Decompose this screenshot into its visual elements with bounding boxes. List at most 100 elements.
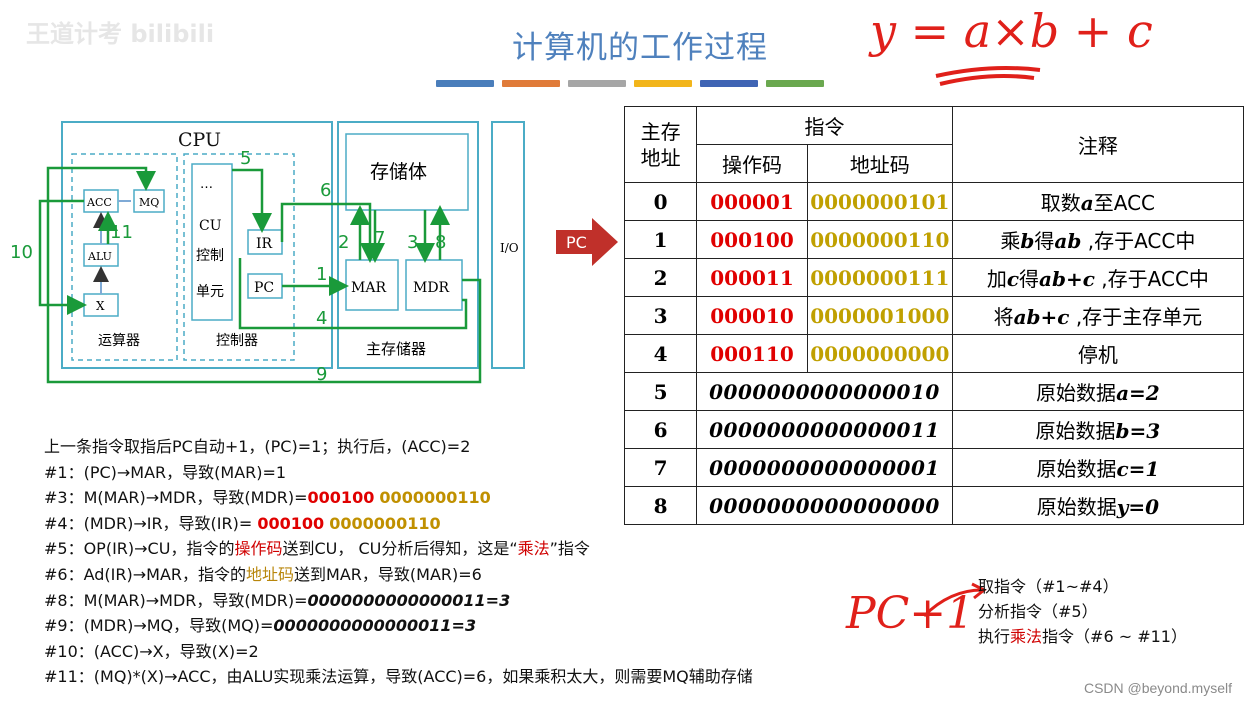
- path-number: 7: [374, 228, 385, 249]
- cell-comment: 乘b得ab ,存于ACC中: [951, 220, 1245, 259]
- execution-steps: 上一条指令取指后PC自动+1，(PC)=1；执行后，(ACC)=2 #1：(PC…: [44, 434, 753, 690]
- cell-address: 8: [623, 486, 698, 525]
- cell-address: 0: [623, 182, 698, 221]
- x-label: X: [96, 299, 105, 313]
- cell-opcode: 000011: [696, 258, 808, 297]
- pc-label: PC: [254, 280, 274, 296]
- note-part: 至ACC: [1093, 191, 1155, 215]
- note-part: ,存于ACC中: [1081, 229, 1196, 253]
- path-number: 10: [10, 242, 33, 263]
- phase-analyze: 分析指令（#5）: [978, 602, 1098, 621]
- address-header-line2: 地址: [640, 145, 681, 170]
- col-address: 主存 地址: [623, 106, 698, 183]
- alu-unit-box: [71, 153, 178, 361]
- path-number: 2: [338, 232, 349, 253]
- pc-register: [247, 273, 283, 299]
- color-bar: [436, 80, 494, 87]
- watermark: 王道计考 bilibili: [26, 20, 215, 48]
- mdr-register: [405, 259, 463, 311]
- phase-execute: 执行乘法指令（#6 ~ #11）: [978, 627, 1187, 646]
- formula-underline: [935, 66, 1041, 86]
- storage-label: 存储体: [370, 161, 427, 183]
- cell-comment: 原始数据b=3: [951, 410, 1245, 449]
- instruction-phases: 取指令（#1~#4） 分析指令（#5） 执行乘法指令（#6 ~ #11）: [978, 574, 1187, 649]
- cell-address: 1: [623, 220, 698, 259]
- cell-opcode: 000001: [696, 182, 808, 221]
- step-10: #10：(ACC)→X，导致(X)=2: [44, 641, 259, 661]
- cell-opcode: 000100: [696, 220, 808, 259]
- step-9: #9：(MDR)→MQ，导致(MQ)=0000000000000011=3: [44, 616, 477, 636]
- cell-addrcode: 0000001000: [806, 296, 953, 335]
- note-part: ,存于ACC中: [1094, 267, 1209, 291]
- alu-label: ALU: [87, 250, 112, 263]
- cell-comment: 取数a至ACC: [951, 182, 1245, 221]
- step-4: #4：(MDR)→IR，导致(IR)= 000100 0000000110: [44, 513, 441, 533]
- storage-box: [345, 133, 469, 211]
- control-unit-box: [183, 153, 295, 361]
- ir-label: IR: [256, 236, 273, 252]
- note-part: 将: [993, 305, 1014, 329]
- cell-addrcode: 0000000000: [806, 334, 953, 373]
- step-8: #8：M(MAR)→MDR，导致(MDR)=0000000000000011=3: [44, 590, 511, 610]
- note-plain: 原始数据: [1036, 457, 1117, 481]
- computer-diagram: CPU ACC MQ ALU X 运算器 … CU 控制 单元 IR PC 控制…: [10, 121, 525, 385]
- color-bar: [766, 80, 824, 87]
- note-italic: c=1: [1116, 457, 1160, 481]
- pc-pointer-label: PC: [566, 233, 587, 252]
- cell-opcode: 000010: [696, 296, 808, 335]
- cell-value: 0000000000000001: [696, 448, 953, 487]
- cell-value: 0000000000000010: [696, 372, 953, 411]
- cell-addrcode: 0000000111: [806, 258, 953, 297]
- step-6: #6：Ad(IR)→MAR，指令的地址码送到MAR，导致(MAR)=6: [44, 564, 482, 584]
- cell-comment: 停机: [951, 334, 1245, 373]
- alu-unit-label: 运算器: [98, 333, 140, 349]
- note-part: 停机: [1077, 343, 1118, 367]
- note-italic: y=0: [1116, 495, 1160, 519]
- mar-label: MAR: [351, 280, 386, 296]
- note-italic: b=3: [1115, 419, 1161, 443]
- cu-line1: 控制: [196, 248, 224, 264]
- step-3: #3：M(MAR)→MDR，导致(MDR)=000100 0000000110: [44, 488, 491, 508]
- cu-label: CU: [199, 218, 222, 234]
- pc-increment-arrow: [922, 582, 987, 618]
- cell-comment: 原始数据a=2: [951, 372, 1245, 411]
- cell-opcode: 000110: [696, 334, 808, 373]
- note-part: ab+c: [1039, 267, 1095, 291]
- path-number: 4: [316, 308, 327, 329]
- cell-comment: 原始数据c=1: [951, 448, 1245, 487]
- cell-comment: 原始数据y=0: [951, 486, 1245, 525]
- color-bar: [568, 80, 626, 87]
- color-bar: [700, 80, 758, 87]
- color-bar: [634, 80, 692, 87]
- cell-comment: 将ab+c ,存于主存单元: [951, 296, 1245, 335]
- col-comment: 注释: [951, 106, 1245, 183]
- note-part: 得: [1019, 267, 1040, 291]
- mq-label: MQ: [139, 196, 159, 209]
- note-part: ,存于主存单元: [1069, 305, 1203, 329]
- path-number: 9: [316, 364, 327, 385]
- cell-addrcode: 0000000110: [806, 220, 953, 259]
- address-header-line1: 主存: [640, 119, 681, 144]
- cell-address: 6: [623, 410, 698, 449]
- col-addrcode: 地址码: [806, 144, 953, 183]
- csdn-credit: CSDN @beyond.myself: [1083, 680, 1232, 696]
- path-number: 8: [435, 232, 446, 253]
- cell-value: 0000000000000011: [696, 410, 953, 449]
- cell-address: 3: [623, 296, 698, 335]
- cu-box: [191, 163, 233, 321]
- main-memory-box: [337, 121, 479, 369]
- step-1: #1：(PC)→MAR，导致(MAR)=1: [44, 462, 287, 482]
- path-number: 5: [240, 148, 251, 169]
- color-bars: [436, 80, 824, 88]
- note-part: a: [1080, 191, 1094, 215]
- step-5: #5：OP(IR)→CU，指令的操作码送到CU， CU分析后得知，这是“乘法”指…: [44, 539, 590, 559]
- path-number: 1: [316, 264, 327, 285]
